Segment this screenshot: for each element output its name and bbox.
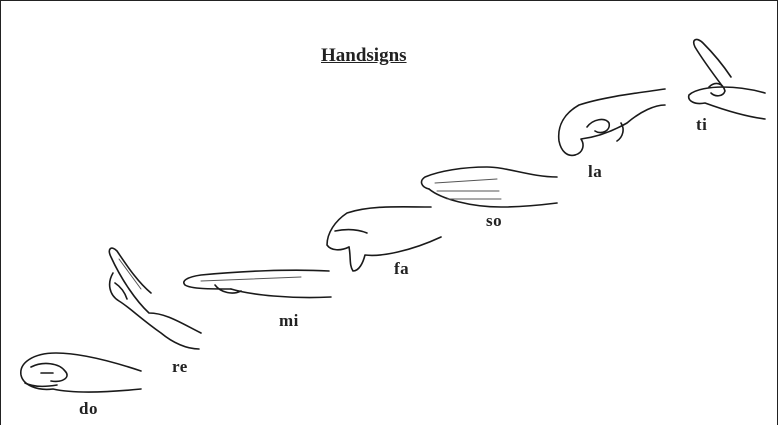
syllable-label-so: so xyxy=(486,211,502,231)
syllable-label-la: la xyxy=(588,162,602,182)
syllable-label-fa: fa xyxy=(394,259,409,279)
syllable-label-do: do xyxy=(79,399,98,419)
syllable-label-mi: mi xyxy=(279,311,299,331)
syllable-label-ti: ti xyxy=(696,115,707,135)
syllable-label-re: re xyxy=(172,357,188,377)
